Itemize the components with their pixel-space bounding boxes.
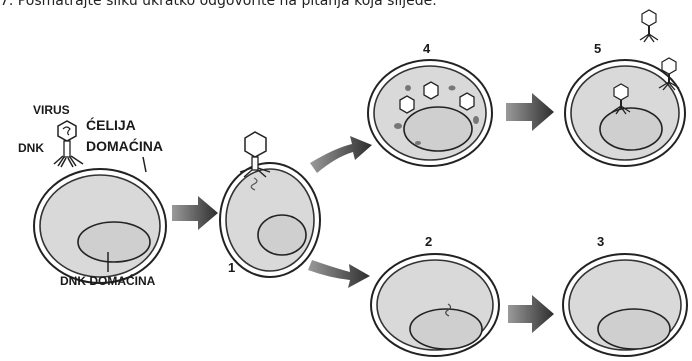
host-cell-step-4	[368, 60, 492, 166]
host-dna-label: DNK DOMAĆINA	[60, 273, 156, 288]
arrow-to-step-1	[172, 196, 218, 230]
host-cell-step-2	[371, 254, 499, 356]
virus-label: VIRUS	[33, 103, 70, 117]
arrow-to-step-3	[508, 295, 554, 333]
host-cell-step-5	[565, 10, 685, 166]
step-number-4: 4	[423, 41, 431, 56]
arrow-to-step-4	[310, 136, 372, 173]
host-cell-step-3	[563, 254, 687, 356]
step-number-1: 1	[228, 260, 235, 275]
released-virus-icon	[640, 10, 658, 42]
arrow-to-step-5	[506, 93, 554, 131]
host-cell-label-2: DOMAĆINA	[86, 137, 163, 154]
host-cell-step-1	[220, 132, 320, 277]
arrow-to-step-2	[308, 260, 370, 288]
virus-icon	[54, 121, 83, 167]
dnk-label: DNK	[18, 141, 44, 155]
host-cell-label-1: ĆELIJA	[86, 116, 136, 133]
step-number-2: 2	[425, 234, 432, 249]
step-number-5: 5	[594, 41, 601, 56]
host-dna-nucleus	[78, 222, 150, 262]
step-number-3: 3	[597, 234, 604, 249]
